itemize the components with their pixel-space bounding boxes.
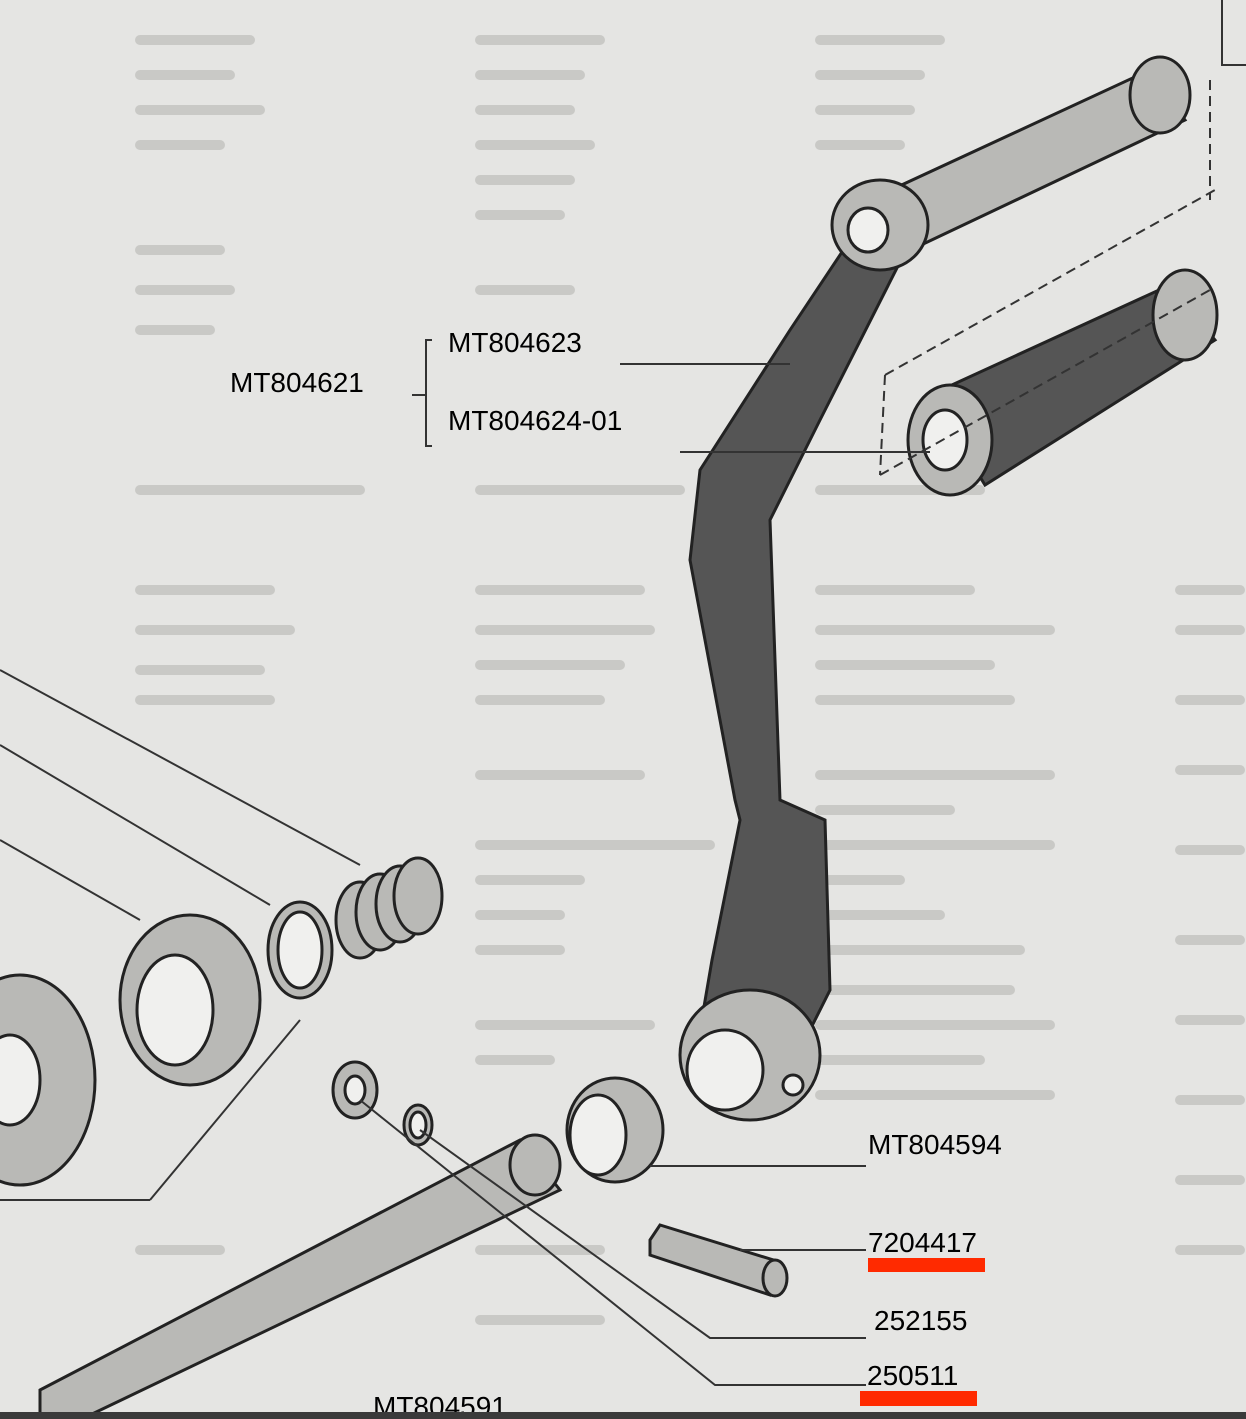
spring bbox=[334, 856, 444, 960]
gear-assembly-drawing bbox=[0, 669, 444, 1201]
label-pin: 7204417 bbox=[868, 1227, 977, 1258]
label-assembly: MT804621 bbox=[230, 367, 364, 398]
highlight-pin bbox=[868, 1258, 985, 1272]
kick-shaft bbox=[38, 1138, 563, 1417]
rubber-bore bbox=[921, 408, 969, 472]
highlight-nut bbox=[860, 1391, 977, 1406]
foot-peg-rubber-drawing bbox=[879, 80, 1219, 497]
label-nut: 250511 bbox=[867, 1360, 958, 1391]
axle-end-cap bbox=[1128, 55, 1192, 135]
cotter-pin bbox=[648, 1223, 782, 1297]
label-rubber: MT804624-01 bbox=[448, 405, 622, 436]
spring-washer-bore bbox=[408, 1110, 428, 1140]
washer-bore bbox=[276, 910, 324, 990]
nut-bore bbox=[343, 1074, 367, 1106]
gear-large bbox=[0, 973, 97, 1187]
label-bushing: MT804594 bbox=[868, 1129, 1002, 1160]
shaft-end bbox=[508, 1133, 562, 1197]
boss-hole bbox=[846, 206, 890, 254]
gear-small-bore bbox=[135, 953, 215, 1067]
shaft-drawing bbox=[38, 1060, 789, 1417]
background-print bbox=[135, 0, 1246, 1325]
bottom-border bbox=[0, 1412, 1246, 1419]
label-washer: 252155 bbox=[874, 1305, 967, 1336]
pin-hole bbox=[781, 1073, 805, 1097]
kick-lever-drawing bbox=[678, 55, 1192, 1122]
rubber-end bbox=[1151, 268, 1219, 362]
gear-large-bore bbox=[0, 1033, 42, 1127]
pin-end bbox=[761, 1258, 789, 1298]
leader-lines bbox=[359, 339, 930, 1386]
label-lever: MT804623 bbox=[448, 327, 582, 358]
pivot-hole bbox=[685, 1028, 765, 1112]
bushing-bore bbox=[568, 1093, 628, 1177]
